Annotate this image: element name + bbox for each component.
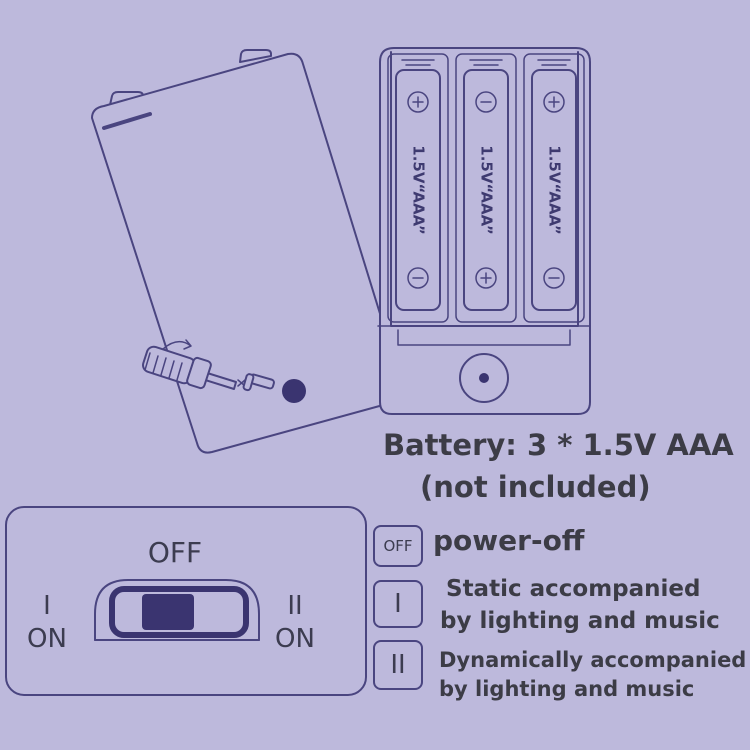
battery-spring [469,59,503,66]
battery-spring [537,59,571,66]
switch-panel [5,506,367,696]
battery-terminal-top [543,91,565,113]
screwdriver-icon [142,339,246,390]
battery-slot [523,53,585,323]
legend-icon-static: I [373,580,423,628]
legend-label-static-line1: Static accompanied [446,576,701,602]
switch-slot [109,586,249,638]
battery-spring [401,59,435,66]
legend-label-power-off: power-off [433,524,585,557]
battery-cell [531,69,577,311]
legend-icon-off: OFF [373,525,423,567]
battery-cover [91,49,404,454]
battery-cell-label: 1.5V“AAA” [478,145,496,234]
legend-icon-off-text: OFF [383,537,413,555]
battery-terminal-top-symbol [412,96,424,108]
switch-right-on: ON [275,624,315,654]
battery-cell [463,69,509,311]
battery-terminal-bottom [543,267,565,289]
legend-icon-dynamic-text: II [390,650,406,680]
legend-label-dynamic-line1: Dynamically accompanied [439,648,747,672]
screw-hole [282,379,306,403]
battery-cells: 1.5V“AAA” 1.5V“AAA” 1.5V“AAA” [387,53,585,323]
battery-slot [387,53,449,323]
screw-icon [242,373,275,392]
battery-caption-line1: Battery: 3 * 1.5V AAA [383,428,734,462]
switch-off-label: OFF [147,536,203,569]
legend-label-static-line2: by lighting and music [440,608,720,634]
switch-right-mode: II [287,591,303,621]
switch-left-on: ON [27,624,67,654]
battery-terminal-top-symbol [548,96,560,108]
battery-terminal-bottom [475,267,497,289]
battery-terminal-bottom [407,267,429,289]
battery-cell-label: 1.5V“AAA” [410,145,428,234]
battery-terminal-top [407,91,429,113]
battery-cell [395,69,441,311]
legend-label-dynamic-line2: by lighting and music [439,677,695,701]
switch-left-mode: I [43,591,51,621]
battery-terminal-bottom-symbol [480,272,492,284]
battery-terminal-top [475,91,497,113]
battery-cell-label: 1.5V“AAA” [546,145,564,234]
switch-knob [142,594,194,630]
battery-caption-line2: (not included) [420,470,651,504]
legend-icon-dynamic: II [373,640,423,690]
battery-slot [455,53,517,323]
legend-icon-static-text: I [394,589,402,619]
